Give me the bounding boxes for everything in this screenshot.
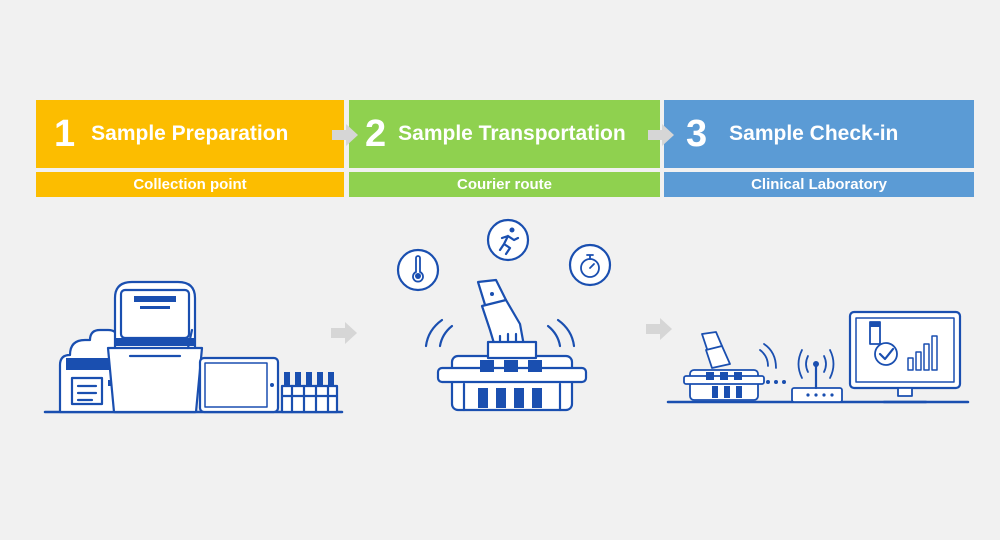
wireless-signal-icon [759,349,769,367]
step-3-number: 3 [686,113,708,155]
wireless-signal-icon [424,318,576,348]
step-3-illustration [666,310,970,404]
test-tube-rack-icon [280,372,339,414]
step-3-title: Sample Check-in [729,122,899,145]
checked-test-tube-icon [869,321,898,366]
step-1-number: 1 [54,113,76,155]
dot [782,380,786,384]
stopwatch-icon [568,243,612,287]
step-2-header: 2 Sample Transportation [349,100,660,168]
sample-scanner-icon [106,280,204,414]
step-2-title: Sample Transportation [398,122,626,145]
hand-carrying-sample-case-icon [476,278,526,352]
running-person-icon [486,218,530,262]
dot [774,380,778,384]
monitor-icon [848,310,962,404]
hand-carrying-sample-case-icon [683,331,765,401]
connector-arrow-icon [646,318,672,340]
step-1-header: 1 Sample Preparation [36,100,344,168]
tablet-icon [198,356,280,414]
step-1-title: Sample Preparation [91,122,289,145]
wireless-router-icon [791,349,843,403]
dot [766,380,770,384]
connector-arrow-icon [648,124,674,146]
step-3-header: 3 Sample Check-in [664,100,974,168]
bar-chart-icon [907,335,938,371]
step-1-subtitle: Collection point [36,172,344,197]
wireless-signal-icon [763,343,777,369]
step-2-illustration [396,218,612,412]
step-1-illustration [43,280,344,414]
step-2-subtitle: Courier route [349,172,660,197]
connector-arrow-icon [331,322,357,344]
thermometer-icon [396,248,440,292]
sample-case-icon [436,340,588,412]
step-2-number: 2 [365,113,387,155]
step-3-subtitle: Clinical Laboratory [664,172,974,197]
connector-arrow-icon [332,124,358,146]
